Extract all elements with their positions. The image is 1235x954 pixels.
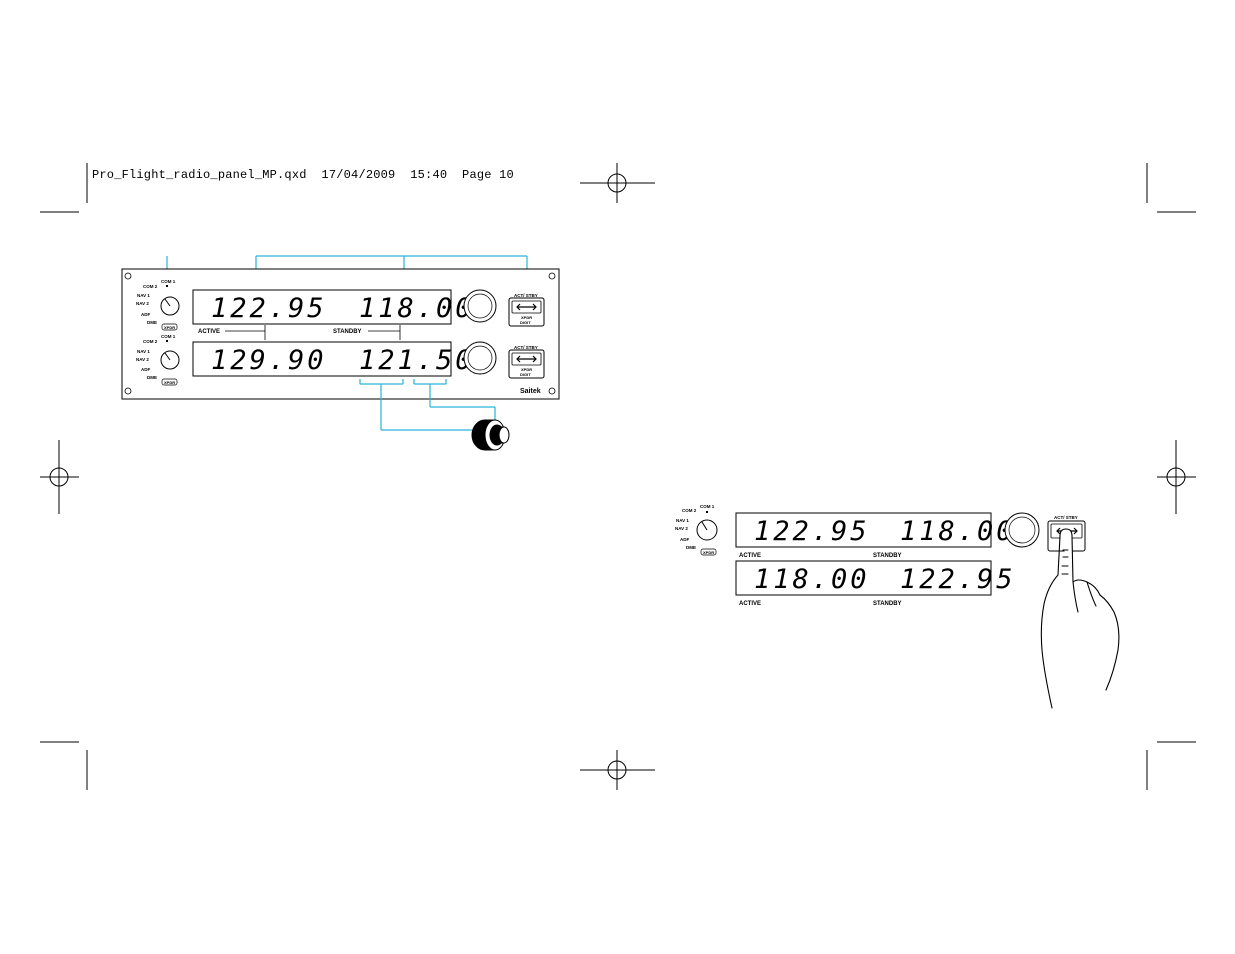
after-standby-frequency: 122.95 xyxy=(900,564,1016,595)
after-active-frequency: 118.00 xyxy=(754,564,870,595)
selector-label-nav2: NAV 2 xyxy=(136,301,149,306)
swap-arrow-icon xyxy=(516,303,537,311)
act-stby-label: ACT/ STBY xyxy=(1054,515,1078,520)
selector-label-com2: COM 2 xyxy=(143,339,158,344)
act-stby-label: ACT/ STBY xyxy=(514,345,538,350)
row2-active-frequency: 129.90 xyxy=(211,345,327,376)
selector-label-xpdr: XPDR xyxy=(164,325,175,330)
act-stby-swap-button-row2[interactable]: ACT/ STBY XPDR DIGIT xyxy=(508,345,545,379)
xpdr-label: XPDR xyxy=(521,315,532,320)
selector-label-xpdr: XPDR xyxy=(703,550,714,555)
tuning-knob-detail[interactable] xyxy=(1004,512,1040,548)
registration-mark-top xyxy=(580,163,655,203)
before-active-frequency: 122.95 xyxy=(754,516,870,547)
selector-label-nav1: NAV 1 xyxy=(137,349,150,354)
digit-label: DIGIT xyxy=(520,372,531,377)
detail-display-after xyxy=(735,560,992,596)
callout-lines-bottom xyxy=(359,379,496,431)
selector-label-dme: DME xyxy=(686,545,696,550)
selector-label-xpdr: XPDR xyxy=(164,380,175,385)
selector-label-adf: ADF xyxy=(141,367,150,372)
selector-label-com1: COM 1 xyxy=(700,504,715,509)
screw-icon xyxy=(548,387,556,395)
radio-panel-main: COM 1 COM 2 NAV 1 NAV 2 ADF DME XPDR 122… xyxy=(121,268,560,400)
saitek-logo: Saitek xyxy=(520,388,541,395)
mode-selector-top[interactable]: COM 1 COM 2 NAV 1 NAV 2 ADF DME XPDR xyxy=(136,279,180,331)
selector-label-nav1: NAV 1 xyxy=(137,293,150,298)
active-label: ACTIVE xyxy=(198,329,220,335)
display-row1 xyxy=(192,289,452,325)
standby-label: STANDBY xyxy=(873,601,902,607)
selector-label-nav2: NAV 2 xyxy=(675,526,688,531)
xpdr-label: XPDR xyxy=(521,367,532,372)
selector-label-dme: DME xyxy=(147,375,157,380)
screw-icon xyxy=(124,387,132,395)
detail-display-before xyxy=(735,512,992,548)
selector-label-nav1: NAV 1 xyxy=(676,518,689,523)
before-standby-frequency: 118.00 xyxy=(900,516,1016,547)
selector-label-com2: COM 2 xyxy=(682,508,697,513)
act-stby-swap-button-row1[interactable]: ACT/ STBY XPDR DIGIT xyxy=(508,293,545,327)
mode-selector-bottom[interactable]: COM 1 COM 2 NAV 1 NAV 2 ADF DME XPDR xyxy=(136,334,180,386)
screw-icon xyxy=(548,272,556,280)
act-stby-label: ACT/ STBY xyxy=(514,293,538,298)
row1-active-frequency: 122.95 xyxy=(211,293,327,324)
digit-label: DIGIT xyxy=(520,320,531,325)
mode-selector-detail[interactable]: COM 1 COM 2 NAV 1 NAV 2 ADF DME XPDR xyxy=(675,504,718,556)
selector-label-com1: COM 1 xyxy=(161,334,176,339)
standby-label: STANDBY xyxy=(333,329,362,335)
hand-pointer-icon xyxy=(1040,528,1120,709)
row1-standby-frequency: 118.00 xyxy=(359,293,475,324)
active-label: ACTIVE xyxy=(739,553,761,559)
standby-label: STANDBY xyxy=(873,553,902,559)
registration-mark-right xyxy=(1157,440,1196,514)
active-label: ACTIVE xyxy=(739,601,761,607)
crop-marks xyxy=(40,163,1196,790)
registration-mark-left xyxy=(40,440,79,514)
registration-mark-bottom xyxy=(580,750,655,790)
selector-label-adf: ADF xyxy=(141,312,150,317)
slug-line: Pro_Flight_radio_panel_MP.qxd 17/04/2009… xyxy=(92,168,514,182)
display-row2 xyxy=(192,341,452,377)
selector-label-com1: COM 1 xyxy=(161,279,176,284)
selector-label-dme: DME xyxy=(147,320,157,325)
selector-label-adf: ADF xyxy=(680,537,689,542)
screw-icon xyxy=(124,272,132,280)
dual-rotary-knob-icon xyxy=(471,419,510,451)
row2-standby-frequency: 121.50 xyxy=(359,345,475,376)
swap-arrow-icon xyxy=(516,355,537,363)
tuning-knob-row2[interactable] xyxy=(463,341,497,375)
tuning-knob-row1[interactable] xyxy=(463,289,497,323)
selector-label-com2: COM 2 xyxy=(143,284,158,289)
selector-label-nav2: NAV 2 xyxy=(136,357,149,362)
